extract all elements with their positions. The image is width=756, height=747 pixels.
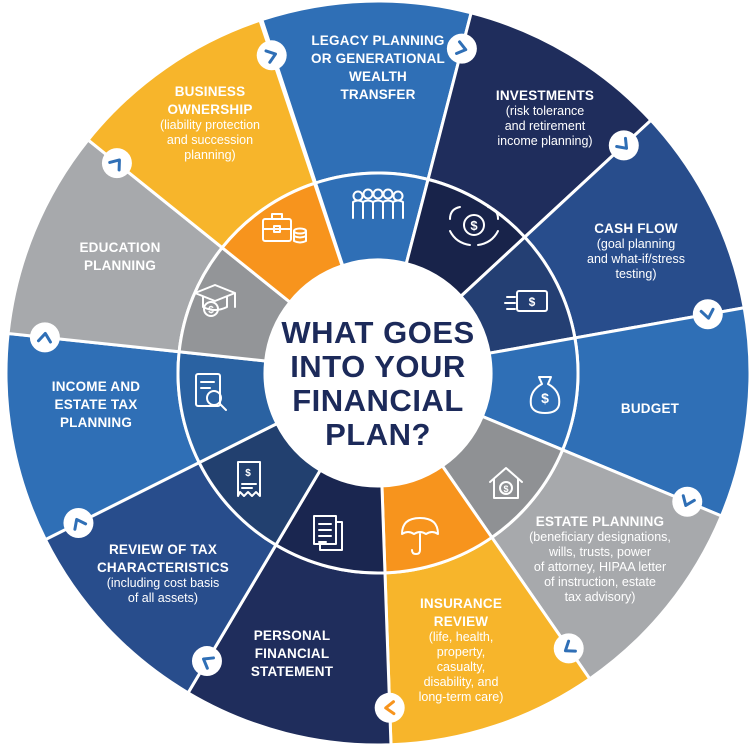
- legacy-title-line: TRANSFER: [340, 87, 415, 102]
- insurance-desc-line: (life, health,: [429, 630, 494, 644]
- income-tax-title-line: INCOME AND: [52, 379, 141, 394]
- chevron-icon-personal-statement: [191, 646, 222, 677]
- arrows-layer: [29, 33, 723, 723]
- personal-statement-title-line: STATEMENT: [251, 664, 334, 679]
- label-estate: ESTATE PLANNING(beneficiary designations…: [529, 514, 671, 604]
- estate-title-line: ESTATE PLANNING: [536, 514, 665, 529]
- personal-statement-title-line: PERSONAL: [254, 628, 331, 643]
- center-circle: [265, 260, 491, 486]
- business-title-line: BUSINESS: [175, 84, 246, 99]
- svg-text:$: $: [470, 218, 478, 233]
- label-legacy: LEGACY PLANNING OR GENERATIONAL WEALTH TRAN…: [311, 33, 445, 102]
- investments-title-line: INVESTMENTS: [496, 88, 594, 103]
- business-desc-line: and succession: [167, 133, 253, 147]
- tax-report-icon: [195, 373, 227, 411]
- income-tax-title-line: PLANNING: [60, 415, 132, 430]
- income-tax-title-line: ESTATE TAX: [55, 397, 138, 412]
- family-icon: [352, 188, 404, 219]
- tax-characteristics-title-line: REVIEW OF TAX: [109, 542, 217, 557]
- tax-characteristics-desc-line: (including cost basis: [107, 576, 220, 590]
- icons-layer: $ $ $ $ $ $: [194, 188, 561, 555]
- cash-flow-icon: $: [504, 290, 548, 312]
- chevron-icon-income-tax: [29, 322, 60, 353]
- business-desc-line: (liability protection: [160, 118, 260, 132]
- insurance-title-line: INSURANCE: [420, 596, 502, 611]
- tax-characteristics-desc-line: of all assets): [128, 591, 198, 605]
- investments-desc-line: (risk tolerance: [506, 104, 585, 118]
- house-dollar-icon: $: [489, 467, 523, 499]
- chevron-icon-insurance: [374, 692, 405, 723]
- cash-flow-desc-line: and what-if/stress: [587, 252, 685, 266]
- education-title-line: PLANNING: [84, 258, 156, 273]
- cash-flow-desc-line: testing): [616, 267, 657, 281]
- chevron-icon-budget: [672, 486, 703, 517]
- svg-text:$: $: [529, 295, 536, 309]
- center-title-line-1: WHAT GOES: [281, 315, 474, 350]
- label-income-tax: INCOME AND ESTATE TAX PLANNING: [52, 379, 141, 430]
- chevron-icon-cash-flow: [692, 299, 723, 330]
- insurance-desc-line: casualty,: [437, 660, 485, 674]
- center-title-line-3: FINANCIAL: [292, 383, 464, 418]
- cash-flow-title-line: CASH FLOW: [594, 221, 678, 236]
- budget-title-line: BUDGET: [621, 401, 680, 416]
- briefcase-icon: [262, 213, 307, 244]
- hands-coin-icon: $: [449, 206, 499, 246]
- money-bag-icon: $: [529, 376, 561, 414]
- insurance-desc-line: property,: [437, 645, 485, 659]
- svg-text:$: $: [541, 390, 549, 406]
- tax-characteristics-title-line: CHARACTERISTICS: [97, 560, 229, 575]
- insurance-desc-line: long-term care): [419, 690, 504, 704]
- svg-text:$: $: [245, 468, 251, 479]
- svg-text:$: $: [208, 305, 214, 316]
- center-title-line-2: INTO YOUR: [290, 349, 466, 384]
- estate-desc-line: of instruction, estate: [544, 575, 656, 589]
- svg-text:$: $: [503, 484, 508, 494]
- estate-desc-line: of attorney, HIPAA letter: [534, 560, 666, 574]
- chevron-icon-investments: [608, 130, 639, 161]
- receipt-icon: $: [237, 461, 261, 497]
- label-insurance: INSURANCE REVIEW(life, health,property,ca…: [419, 596, 504, 704]
- chevron-icon-education: [101, 148, 132, 179]
- investments-desc-line: income planning): [497, 134, 592, 148]
- business-desc-line: planning): [184, 148, 235, 162]
- graduation-cap-icon: $: [194, 284, 236, 317]
- investments-desc-line: and retirement: [505, 119, 586, 133]
- estate-desc-line: (beneficiary designations,: [529, 530, 671, 544]
- chevron-icon-tax-characteristics: [63, 507, 94, 538]
- legacy-title-line: OR GENERATIONAL: [311, 51, 445, 66]
- label-education: EDUCATION PLANNING: [79, 240, 160, 273]
- center-title-line-4: PLAN?: [325, 417, 431, 452]
- segments-layer: [4, 0, 752, 747]
- personal-statement-title-line: FINANCIAL: [255, 646, 330, 661]
- legacy-title-line: WEALTH: [349, 69, 407, 84]
- legacy-title-line: LEGACY PLANNING: [311, 33, 444, 48]
- label-personal-statement: PERSONAL FINANCIAL STATEMENT: [251, 628, 334, 679]
- business-title-line: OWNERSHIP: [167, 102, 252, 117]
- education-title-line: EDUCATION: [79, 240, 160, 255]
- label-budget: BUDGET: [621, 401, 680, 416]
- label-tax-characteristics: REVIEW OF TAX CHARACTERISTICS(including c…: [97, 542, 229, 605]
- chevron-icon-business: [256, 40, 287, 71]
- chevron-icon-legacy: [446, 33, 477, 64]
- statement-icon: [313, 515, 343, 551]
- insurance-title-line: REVIEW: [434, 614, 489, 629]
- cash-flow-desc-line: (goal planning: [597, 237, 676, 251]
- estate-desc-line: wills, trusts, power: [548, 545, 651, 559]
- umbrella-icon: [401, 517, 439, 555]
- labels-layer: LEGACY PLANNING OR GENERATIONAL WEALTH TRAN…: [52, 33, 685, 704]
- insurance-desc-line: disability, and: [424, 675, 499, 689]
- chevron-icon-estate: [553, 633, 584, 664]
- estate-desc-line: tax advisory): [565, 590, 636, 604]
